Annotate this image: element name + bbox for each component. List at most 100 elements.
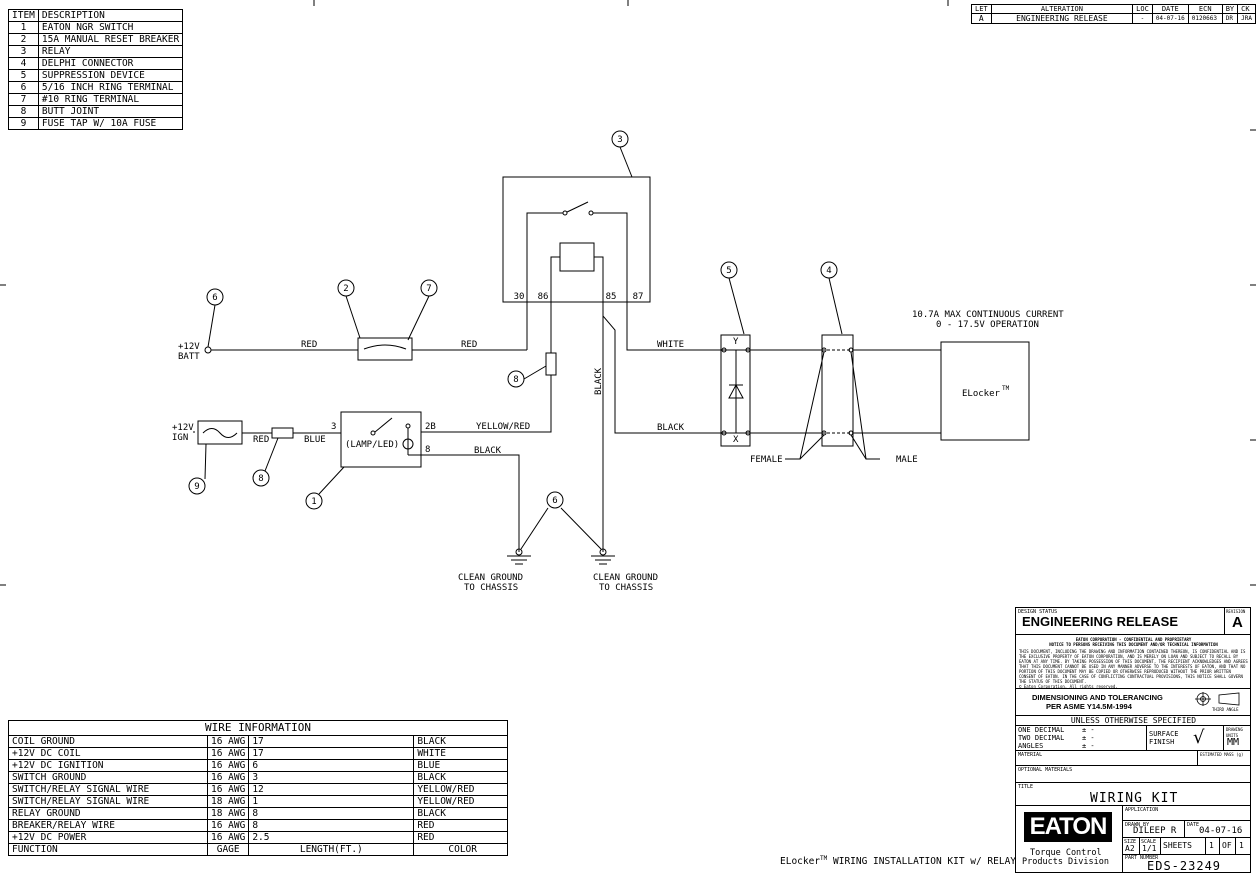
drawn-by-value: DILEEP R xyxy=(1133,826,1177,836)
surface-check-mark: √ xyxy=(1193,727,1205,748)
balloon-8a-label: 8 xyxy=(513,375,518,385)
wire-function: RELAY GROUND xyxy=(8,807,208,820)
design-status-cell: DESIGN STATUS ENGINEERING RELEASE xyxy=(1016,608,1225,635)
female-label: FEMALE xyxy=(750,455,783,465)
gage-header: GAGE xyxy=(206,843,250,856)
pin-87: 87 xyxy=(633,292,644,302)
balloon-6b-label: 6 xyxy=(552,496,557,506)
white-label: WHITE xyxy=(657,340,684,350)
copyright-notice: © Eaton Corporation. All rights reserved… xyxy=(1019,684,1118,689)
wire-gage: 16 AWG xyxy=(206,783,250,796)
optional-materials-label: OPTIONAL MATERIALS xyxy=(1018,767,1073,773)
third-angle-projection-icon xyxy=(1195,692,1240,706)
wire-table-footer: FUNCTION GAGE LENGTH(FT.) COLOR xyxy=(8,843,508,856)
eaton-logo: EATON xyxy=(1024,812,1112,842)
black-label-vertical: BLACK xyxy=(594,367,604,395)
wire-gage: 18 AWG xyxy=(206,795,250,808)
of-label: OF xyxy=(1219,838,1232,854)
butt-joint-ign xyxy=(271,427,294,439)
black-label-switch: BLACK xyxy=(474,446,502,456)
ign-label-2: IGN xyxy=(172,433,188,443)
confidential-body: THIS DOCUMENT, INCLUDING THE DRAWING AND… xyxy=(1019,649,1248,684)
wire-function: SWITCH GROUND xyxy=(8,771,208,784)
wire-gage: 16 AWG xyxy=(206,819,250,832)
scale-label: SCALE xyxy=(1141,839,1157,845)
pin-85: 85 xyxy=(606,292,617,302)
two-decimal-label: TWO DECIMAL xyxy=(1018,734,1065,742)
pin-30: 30 xyxy=(514,292,525,302)
drawing-units-label: DRAWING UNITS xyxy=(1226,727,1243,738)
wire-length: 8 xyxy=(248,807,415,820)
title-cell: TITLE WIRING KIT xyxy=(1016,783,1251,806)
wire-color: BLUE xyxy=(413,759,508,772)
current-note-1: 10.7A MAX CONTINUOUS CURRENT xyxy=(912,310,1064,320)
design-status-value: ENGINEERING RELEASE xyxy=(1022,614,1179,629)
one-decimal-tol: ± - xyxy=(1082,726,1095,734)
title-value: WIRING KIT xyxy=(1090,791,1179,806)
black-label-x: BLACK xyxy=(657,423,685,433)
one-decimal-label: ONE DECIMAL xyxy=(1018,726,1065,734)
balloon-8b-label: 8 xyxy=(258,474,263,484)
application-label: APPLICATION xyxy=(1125,807,1159,813)
sheets-label: SHEETS xyxy=(1163,841,1192,850)
length-header: LENGTH(FT.) xyxy=(248,843,415,856)
delphi-connector xyxy=(821,334,854,447)
balloon-8b xyxy=(252,469,270,487)
est-mass-cell: ESTIMATED MASS (g) xyxy=(1198,751,1251,766)
wire-color: YELLOW/RED xyxy=(413,795,508,808)
balloon-6a-label: 6 xyxy=(212,293,217,303)
title-label: TITLE xyxy=(1018,784,1034,790)
wire-gage: 16 AWG xyxy=(206,771,250,784)
part-number-label: PART NUMBER xyxy=(1125,855,1159,861)
revision-label: REVISION xyxy=(1226,609,1246,614)
footer-elocker: ELocker xyxy=(780,856,821,868)
dimensioning-line-1: DIMENSIONING AND TOLERANCING xyxy=(1032,693,1163,702)
table-row: 7#10 RING TERMINAL xyxy=(8,93,184,106)
balloon-3 xyxy=(611,130,629,148)
dimensioning-line-2: PER ASME Y14.5M-1994 xyxy=(1046,702,1132,711)
two-decimal-tol: ± - xyxy=(1082,734,1095,742)
pin-86: 86 xyxy=(538,292,549,302)
balloon-7 xyxy=(420,279,438,297)
design-status-label: DESIGN STATUS xyxy=(1018,609,1058,615)
confidential-heading: EATON CORPORATION - CONFIDENTIAL AND PRO… xyxy=(1075,637,1192,642)
revision-table: LET ALTERATION LOC DATE ECN BY CK A ENGI… xyxy=(971,4,1256,24)
red-label-ign: RED xyxy=(253,435,269,445)
wire-function: +12V DC POWER xyxy=(8,831,208,844)
revision-value: A xyxy=(1232,614,1243,631)
angles-label: ANGLES xyxy=(1018,742,1044,750)
wire-color: BLACK xyxy=(413,735,508,748)
wire-function: COIL GROUND xyxy=(8,735,208,748)
date-cell: DATE 04-07-16 xyxy=(1185,821,1251,838)
rev-by: DR xyxy=(1221,13,1239,24)
balloon-9-label: 9 xyxy=(194,482,199,492)
size-value: A2 xyxy=(1125,844,1135,853)
revision-row: A ENGINEERING RELEASE - 04-07-16 0120663… xyxy=(971,13,1256,24)
surface-finish-cell: SURFACE FINISH √ xyxy=(1147,726,1224,751)
wire-length: 17 xyxy=(248,735,415,748)
finish-label: FINISH xyxy=(1149,738,1175,746)
wire-gage: 16 AWG xyxy=(206,735,250,748)
elocker-label: ELocker xyxy=(962,389,1001,399)
balloon-1-label: 1 xyxy=(311,497,316,507)
drawing-units-value: MM xyxy=(1227,737,1240,748)
third-angle-label: THIRD ANGLE xyxy=(1212,707,1239,712)
balloon-7-label: 7 xyxy=(426,284,431,294)
pin-2b-label: 2B xyxy=(425,422,436,432)
revision-header-row: LET ALTERATION LOC DATE ECN BY CK xyxy=(971,4,1256,14)
batt-label-1: +12V xyxy=(178,342,200,352)
wire-length: 1 xyxy=(248,795,415,808)
wire-color: RED xyxy=(413,831,508,844)
part-number-cell: PART NUMBER EDS-23249 xyxy=(1123,855,1251,873)
wire-color: RED xyxy=(413,819,508,832)
pin-8-label: 8 xyxy=(425,445,430,455)
balloon-4-label: 4 xyxy=(826,266,831,276)
wire-length: 6 xyxy=(248,759,415,772)
wire-gage: 18 AWG xyxy=(206,807,250,820)
